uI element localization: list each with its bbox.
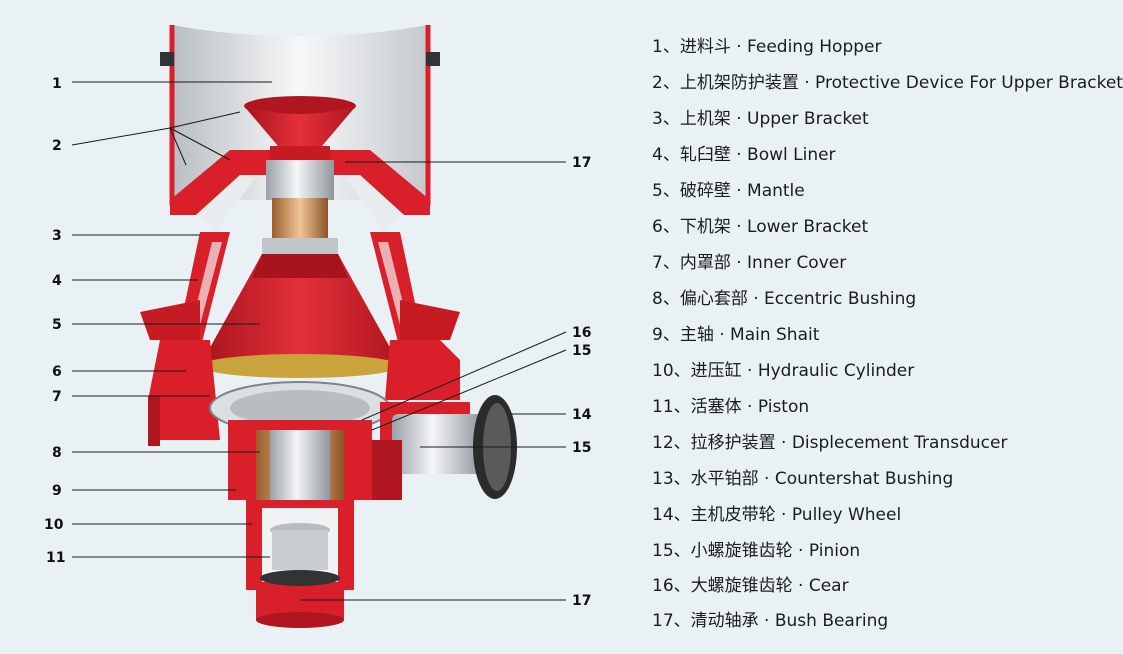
callout-14: 14 bbox=[572, 407, 592, 423]
callout-1: 1 bbox=[52, 76, 62, 92]
legend-item-15: 15、小螺旋锥齿轮 · Pinion bbox=[652, 541, 861, 561]
legend-item-16: 16、大螺旋锥齿轮 · Cear bbox=[652, 576, 849, 596]
callout-4: 4 bbox=[52, 273, 62, 289]
legend-item-4: 4、轧臼壁 · Bowl Liner bbox=[652, 145, 836, 165]
callout-2: 2 bbox=[52, 138, 62, 154]
main-shaft bbox=[262, 160, 338, 254]
legend-item-6: 6、下机架 · Lower Bracket bbox=[652, 217, 869, 237]
legend-item-10: 10、进压缸 · Hydraulic Cylinder bbox=[652, 361, 915, 381]
callout-11: 11 bbox=[46, 550, 65, 566]
callout-5: 5 bbox=[52, 317, 62, 333]
hydraulic-cylinder bbox=[246, 500, 354, 628]
callout-15-top: 15 bbox=[572, 343, 591, 359]
legend-item-2: 2、上机架防护装置 · Protective Device For Upper … bbox=[652, 73, 1123, 93]
legend-item-3: 3、上机架 · Upper Bracket bbox=[652, 109, 869, 129]
callout-8: 8 bbox=[52, 445, 62, 461]
callout-17-top: 17 bbox=[572, 155, 591, 171]
callout-15-bottom: 15 bbox=[572, 440, 591, 456]
legend-item-13: 13、水平铂部 · Countershat Bushing bbox=[652, 469, 954, 489]
mantle bbox=[200, 254, 400, 378]
leader-lines bbox=[71, 81, 567, 601]
callout-9: 9 bbox=[52, 483, 62, 499]
callout-numbers: 1 2 3 4 5 6 7 8 9 10 11 17 16 15 14 15 1… bbox=[44, 76, 592, 609]
callout-3: 3 bbox=[52, 228, 62, 244]
countershaft bbox=[372, 395, 517, 500]
legend-item-8: 8、偏心套部 · Eccentric Bushing bbox=[652, 289, 917, 309]
lower-bracket bbox=[140, 300, 460, 446]
callout-7: 7 bbox=[52, 389, 62, 405]
upper-bracket bbox=[170, 150, 430, 232]
legend-item-14: 14、主机皮带轮 · Pulley Wheel bbox=[652, 505, 902, 525]
callout-6: 6 bbox=[52, 364, 62, 380]
legend-item-7: 7、内罩部 · Inner Cover bbox=[652, 253, 847, 273]
eccentric-bushing bbox=[228, 420, 372, 500]
legend-item-5: 5、破碎壁 · Mantle bbox=[652, 181, 805, 201]
legend-item-9: 9、主轴 · Main Shait bbox=[652, 325, 820, 345]
callout-10: 10 bbox=[44, 517, 64, 533]
legend-item-17: 17、清动轴承 · Bush Bearing bbox=[652, 611, 889, 631]
feed-cone bbox=[244, 96, 356, 162]
callout-17-bottom: 17 bbox=[572, 593, 591, 609]
legend-item-12: 12、拉移护装置 · Displecement Transducer bbox=[652, 433, 1008, 453]
legend-item-1: 1、进料斗 · Feeding Hopper bbox=[652, 37, 882, 57]
legend-item-11: 11、活塞体 · Piston bbox=[652, 397, 810, 417]
callout-16: 16 bbox=[572, 325, 591, 341]
